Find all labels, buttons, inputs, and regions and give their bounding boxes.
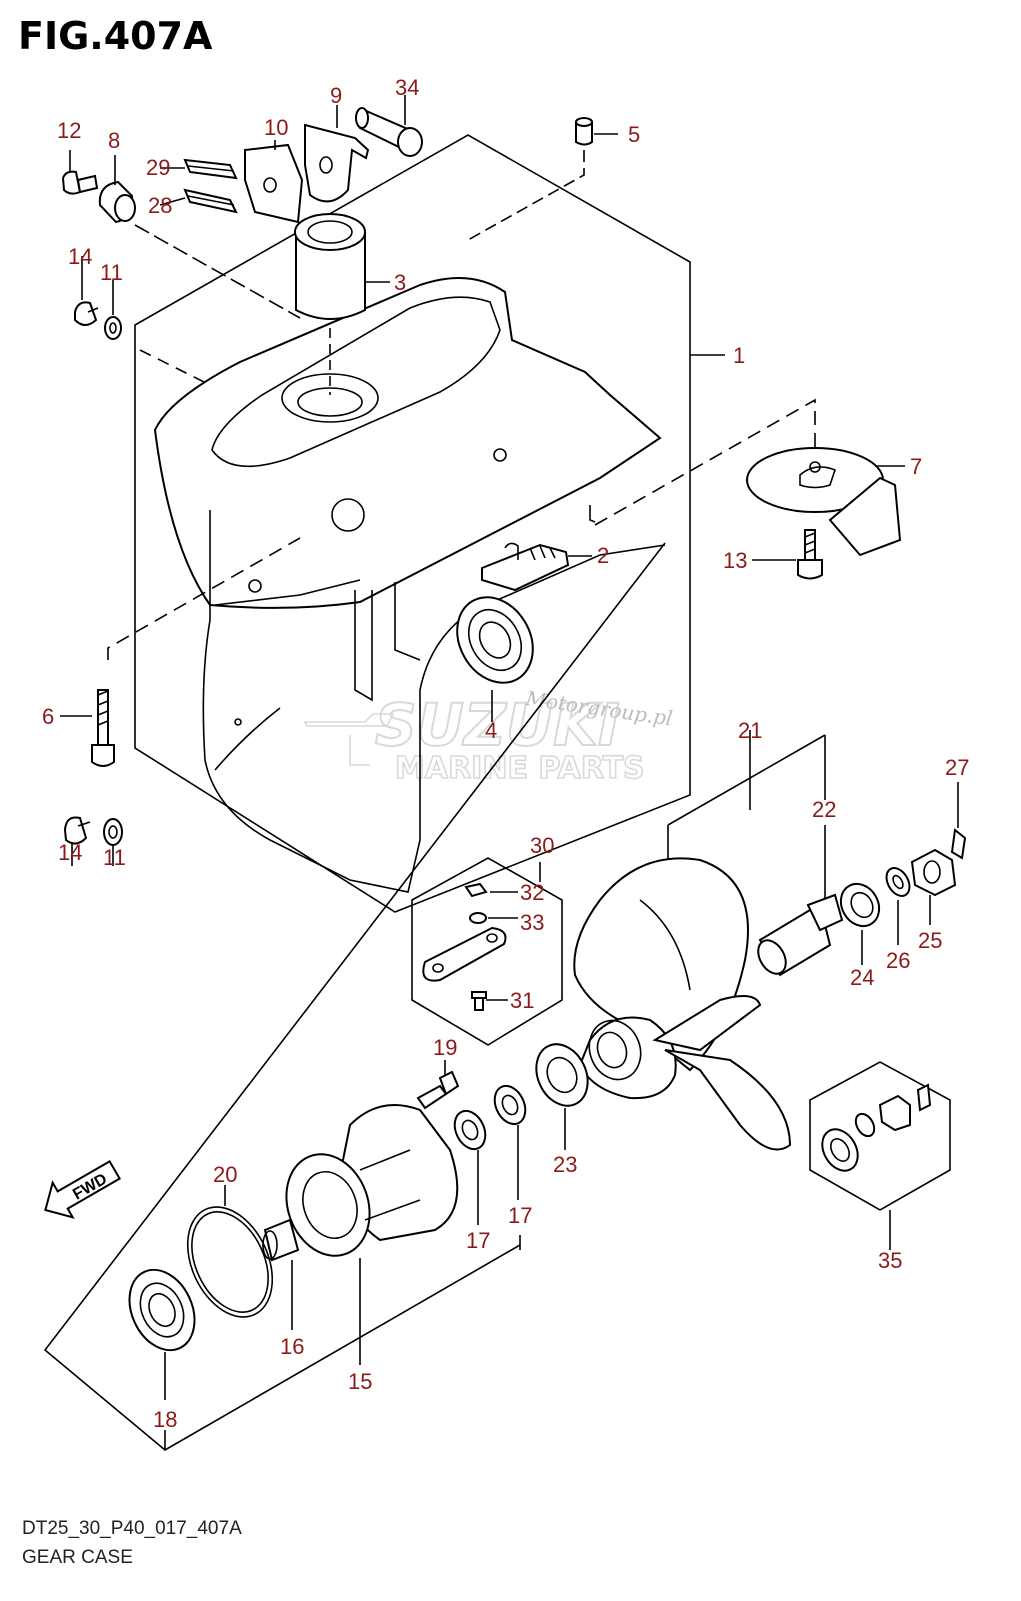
callout-17-a: 17 [466,1228,490,1253]
callout-31: 31 [510,988,534,1013]
bolt-part-12 [61,150,99,195]
o-ring-part-20 [186,1185,274,1318]
callout-22: 22 [812,797,836,822]
bearing-part-18 [128,1268,196,1400]
callout-25: 25 [918,928,942,953]
bracket-part-9 [304,105,370,203]
callout-29: 29 [146,155,170,180]
callout-12: 12 [57,118,81,143]
needle-bearing-part-16 [262,1218,300,1330]
nut-part-25 [910,848,957,925]
washer-part-26 [885,867,911,945]
forward-direction-arrow: FWD [44,1159,122,1219]
callout-11-lower: 11 [103,845,126,870]
callout-9: 9 [330,83,342,108]
watermark-brand: SUZUKI [375,691,620,759]
figure-title: FIG.407A [18,14,213,58]
bearing-part-4 [456,596,534,722]
callout-19: 19 [433,1035,457,1060]
callout-8: 8 [108,128,120,153]
bolt-part-14-lower [63,816,91,866]
trim-tab-part-7 [589,398,905,557]
kit-part-30 [411,857,563,1046]
seal-part-17-a [453,1109,487,1225]
callout-28: 28 [148,193,172,218]
callout-32: 32 [520,880,544,905]
assembly-frame [43,542,666,1451]
callout-4: 4 [485,718,497,743]
watermark-subtitle: MARINE PARTS [395,751,645,786]
callout-35: 35 [878,1248,902,1273]
callout-6: 6 [42,704,54,729]
callout-23: 23 [553,1152,577,1177]
callout-14-lower: 14 [58,840,82,865]
plug-part-8 [98,155,301,319]
bolt-part-19 [416,1060,460,1110]
figure-code: DT25_30_P40_017_407A [22,1518,242,1539]
callout-14-upper: 14 [68,244,92,269]
propeller-part-21 [573,730,826,1151]
bolt-part-13 [752,529,823,580]
bearing-housing-part-15 [285,1104,459,1365]
callout-18: 18 [153,1407,177,1432]
callout-26: 26 [886,948,910,973]
bolt-part-6 [60,537,301,767]
dowel-pin-part-5 [467,117,618,241]
callout-13: 13 [723,548,747,573]
pipe-part-34 [355,95,423,157]
callout-21: 21 [738,718,762,743]
callout-33: 33 [520,910,544,935]
seal-part-17-b [493,1084,527,1200]
rubber-part-29 [160,158,238,180]
callout-10: 10 [264,115,288,140]
callout-17-b: 17 [508,1203,532,1228]
cotter-pin-part-27 [950,782,967,860]
plate-part-10 [244,140,304,224]
callout-27: 27 [945,755,969,780]
gear-case-body-part-1 [153,276,666,893]
washer-part-11-lower [103,818,123,866]
callout-24: 24 [850,965,874,990]
washer-part-24 [839,882,881,965]
kit-part-35 [809,1061,951,1250]
gear-case-frame [134,134,725,913]
spacer-part-22 [757,735,844,977]
water-inlet-part-2 [481,542,592,592]
rubber-part-28 [159,188,238,214]
callout-1: 1 [733,343,745,368]
callout-34: 34 [395,75,419,100]
callout-30: 30 [530,833,554,858]
callout-2: 2 [597,543,609,568]
bushing-part-3 [294,213,390,395]
bolt-part-14-upper [74,256,99,326]
callout-3: 3 [394,270,406,295]
thrust-washer-part-23 [535,1043,589,1150]
washer-part-11-upper [104,280,211,386]
callout-16: 16 [280,1334,304,1359]
callout-20: 20 [213,1162,237,1187]
callout-7: 7 [910,454,922,479]
callout-5: 5 [628,122,640,147]
callout-11-upper: 11 [100,260,123,285]
figure-name: GEAR CASE [22,1547,133,1568]
callout-labels: 1 2 3 4 5 6 7 8 9 10 11 11 12 13 14 14 1… [42,75,969,1432]
callout-15: 15 [348,1369,372,1394]
